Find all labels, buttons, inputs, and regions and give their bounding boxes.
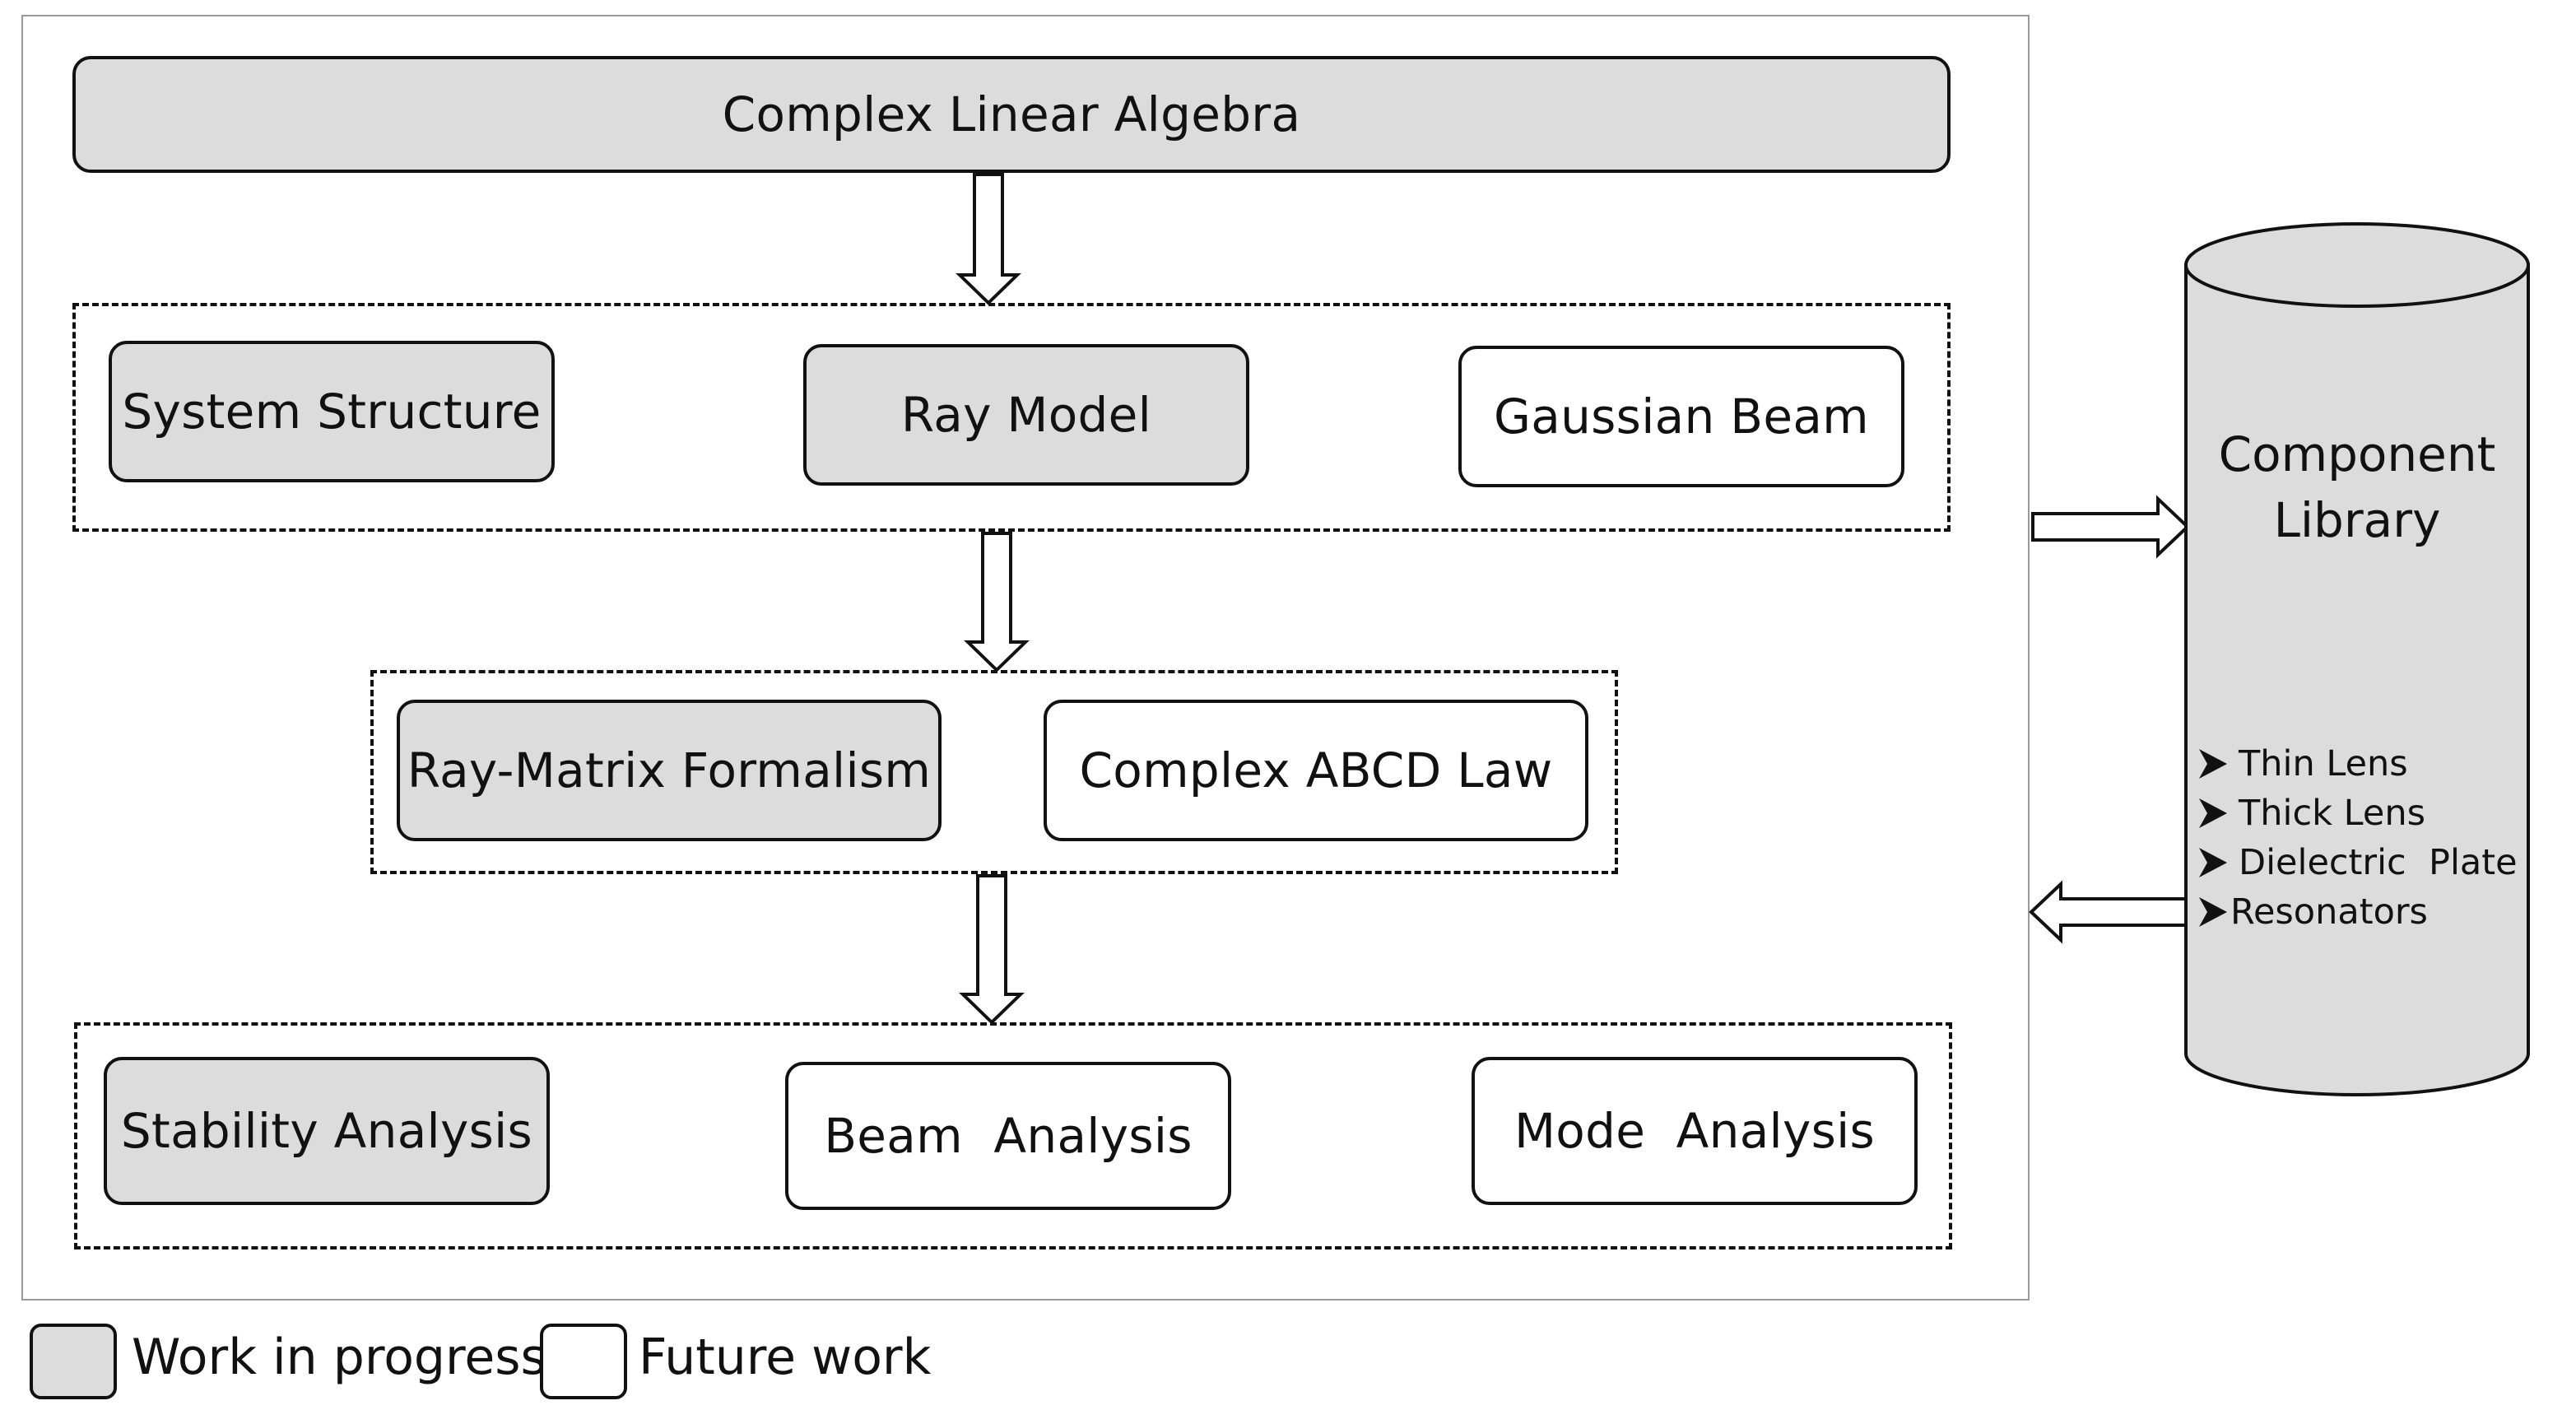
bullet-arrow-icon: [2199, 848, 2227, 877]
ray-model-box: Ray Model: [803, 344, 1249, 486]
down-arrow-1: [956, 173, 1021, 305]
component-library-title-line1: Component: [2218, 426, 2496, 482]
library-item-dielectric-plate: Dielectric Plate: [2239, 842, 2518, 883]
down-arrow-2: [964, 532, 1030, 672]
left-arrow-from-library: [2029, 880, 2188, 944]
down-arrow-3: [959, 874, 1025, 1025]
ray-matrix-formalism-box: Ray-Matrix Formalism: [397, 700, 942, 841]
component-library-title-line2: Library: [2273, 492, 2441, 548]
library-item-resonators: Resonators: [2230, 891, 2428, 933]
legend-future-swatch: [540, 1324, 627, 1399]
complex-abcd-law-box: Complex ABCD Law: [1044, 700, 1588, 841]
bullet-arrow-icon: [2199, 749, 2227, 779]
group-analyses: [74, 1022, 1952, 1249]
complex-linear-algebra-box: Complex Linear Algebra: [72, 56, 1951, 173]
library-item-thin-lens: Thin Lens: [2239, 743, 2408, 784]
right-arrow-to-library: [2031, 495, 2190, 559]
mode-analysis-box: Mode Analysis: [1472, 1057, 1918, 1205]
group-models: [72, 303, 1951, 532]
legend-future-label: Future work: [639, 1329, 932, 1386]
bullet-arrow-icon: [2199, 798, 2227, 828]
component-library-title: Component Library: [2186, 421, 2528, 553]
group-formalisms: [370, 670, 1618, 874]
bullet-arrow-icon: [2199, 897, 2227, 927]
library-item-thick-lens: Thick Lens: [2239, 793, 2425, 834]
system-structure-box: System Structure: [109, 341, 555, 482]
stability-analysis-box: Stability Analysis: [104, 1057, 550, 1205]
component-library-list: Thin Lens Thick Lens Dielectric Plate Re…: [2230, 739, 2523, 937]
legend-wip-label: Work in progress: [132, 1329, 546, 1386]
beam-analysis-box: Beam Analysis: [785, 1062, 1231, 1210]
component-library-cylinder: [2184, 222, 2530, 1096]
gaussian-beam-box: Gaussian Beam: [1458, 346, 1904, 487]
legend-wip-swatch: [30, 1324, 117, 1399]
